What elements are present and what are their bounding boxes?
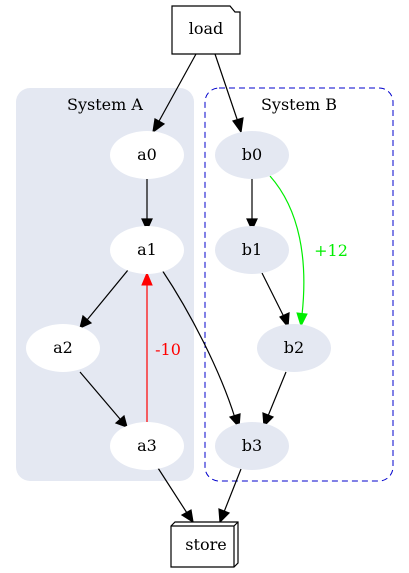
arrowhead [262,412,275,428]
edge-label-a3-a1: -10 [155,340,181,359]
arrowhead [141,218,153,232]
arrowhead [296,312,308,328]
node-b0-label: b0 [242,145,262,164]
edge-b3-store [223,468,242,513]
edge-label-b0-b2: +12 [314,241,348,260]
node-a1-label: a1 [137,240,157,259]
edges: -10 +12 [79,53,348,524]
edge-a3-store [157,467,188,514]
arrowhead [279,312,290,329]
node-a3[interactable]: a3 [110,422,184,470]
node-b0[interactable]: b0 [215,131,289,179]
edge-b0-b2 [269,175,305,316]
node-b0-shape [215,131,289,179]
arrowhead [228,413,241,429]
node-store[interactable]: store [170,521,239,568]
arrowhead [180,509,194,524]
arrowhead [141,271,153,286]
cluster-system-a-box [16,88,194,481]
box-3d-edge [171,521,239,567]
node-a2-label: a2 [53,338,73,357]
cluster-system-b-box [204,87,394,482]
node-a3-shape [110,422,184,470]
edge-a2-a3 [79,371,121,420]
arrowhead [218,508,231,524]
node-b3-label: b3 [242,436,262,455]
node-a2-shape [26,324,100,372]
edge-load-b0 [214,53,239,123]
node-a1[interactable]: a1 [110,226,184,274]
node-a2[interactable]: a2 [26,324,100,372]
node-store-label: store [185,535,226,554]
node-b1[interactable]: b1 [215,226,289,274]
box-3d-icon [170,521,239,568]
folder-icon [171,5,241,55]
arrowhead [152,118,166,134]
node-b3-shape [215,422,289,470]
node-a1-shape [110,226,184,274]
node-a0-label: a0 [137,145,157,164]
node-b3[interactable]: b3 [215,422,289,470]
node-b1-label: b1 [242,240,262,259]
node-a3-label: a3 [137,436,157,455]
cluster-system-a: System A [16,88,194,481]
edge-b2-b3 [267,371,287,417]
cluster-system-b: System B [204,87,394,482]
arrowhead [114,414,128,428]
node-a0-shape [110,131,184,179]
cluster-system-b-label: System B [261,95,337,114]
arrowhead [79,314,93,330]
node-load-label: load [189,19,224,38]
node-b2-label: b2 [284,338,304,357]
cluster-system-a-label: System A [67,95,143,114]
node-b1-shape [215,226,289,274]
arrowhead [246,218,258,232]
arrowhead [232,117,244,134]
edge-a1-b3 [161,269,236,419]
node-a0[interactable]: a0 [110,131,184,179]
edge-a1-a2 [86,269,129,321]
node-b2[interactable]: b2 [257,324,331,372]
edge-load-a0 [157,53,197,124]
node-load[interactable]: load [171,5,241,55]
node-b2-shape [257,324,331,372]
edge-b1-b2 [261,272,285,318]
